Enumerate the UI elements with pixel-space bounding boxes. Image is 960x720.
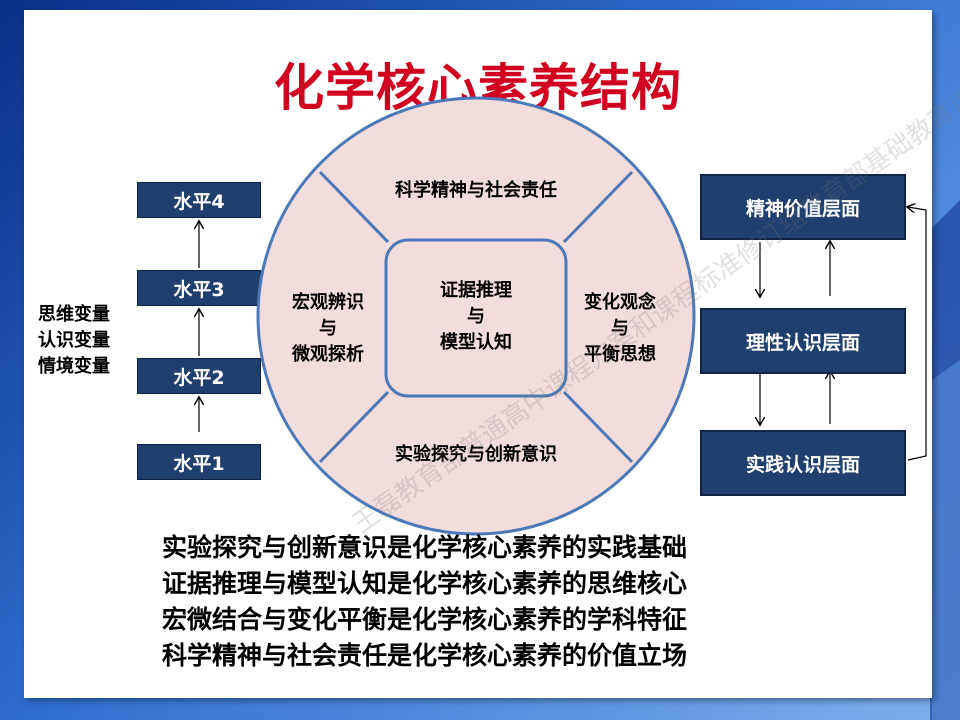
center-box: [384, 238, 568, 398]
segment-right-line2: 与: [611, 318, 629, 339]
level-2-box: 水平2: [137, 358, 261, 394]
segment-top-text: 科学精神与社会责任: [395, 180, 557, 201]
segment-right-line1: 变化观念: [584, 292, 656, 313]
slide: 化学核心素养结构 水平4 水平3 水平2 水平1 思维变量 认识变量 情境变量: [24, 0, 960, 698]
segment-left-line3: 微观探析: [292, 344, 364, 365]
center-line1: 证据推理: [440, 280, 512, 301]
segment-left-label: 宏观辨识 与 微观探析: [278, 290, 378, 368]
segment-right-label: 变化观念 与 平衡思想: [568, 290, 672, 368]
segment-bottom-text: 实验探究与创新意识: [395, 444, 557, 465]
layer-rational-box: 理性认识层面: [700, 308, 906, 374]
center-line2: 与: [467, 306, 485, 327]
level-1-box: 水平1: [137, 444, 261, 480]
variables-list: 思维变量 认识变量 情境变量: [38, 302, 138, 380]
statement-4: 科学精神与社会责任是化学核心素养的价值立场: [162, 641, 688, 670]
statement-1: 实验探究与创新意识是化学核心素养的实践基础: [162, 533, 688, 562]
divider-top-left: [318, 170, 390, 244]
segment-bottom-label: 实验探究与创新意识: [370, 442, 582, 468]
divider-bottom-left: [318, 390, 390, 464]
statements-list: 实验探究与创新意识是化学核心素养的实践基础 证据推理与模型认知是化学核心素养的思…: [162, 530, 802, 674]
segment-left-line1: 宏观辨识: [292, 292, 364, 313]
variable-thinking: 思维变量: [38, 304, 110, 325]
segment-right-line3: 平衡思想: [584, 344, 656, 365]
divider-top-right: [562, 170, 634, 244]
layer-spirit-box: 精神价值层面: [700, 174, 906, 240]
arrow-loop-bracket: [908, 207, 927, 461]
segment-left-line2: 与: [319, 318, 337, 339]
statement-3: 宏微结合与变化平衡是化学核心素养的学科特征: [162, 605, 688, 634]
center-line3: 模型认知: [440, 332, 512, 353]
layer-practice-box: 实践认识层面: [700, 430, 906, 496]
statement-2: 证据推理与模型认知是化学核心素养的思维核心: [162, 569, 688, 598]
segment-top-label: 科学精神与社会责任: [374, 178, 578, 204]
variable-context: 情境变量: [38, 356, 110, 377]
level-4-box: 水平4: [137, 182, 261, 218]
circle-diagram: [24, 96, 927, 536]
level-3-box: 水平3: [137, 270, 261, 306]
center-label: 证据推理 与 模型认知: [396, 278, 556, 356]
variable-cognition: 认识变量: [38, 330, 110, 351]
divider-bottom-right: [562, 390, 634, 464]
